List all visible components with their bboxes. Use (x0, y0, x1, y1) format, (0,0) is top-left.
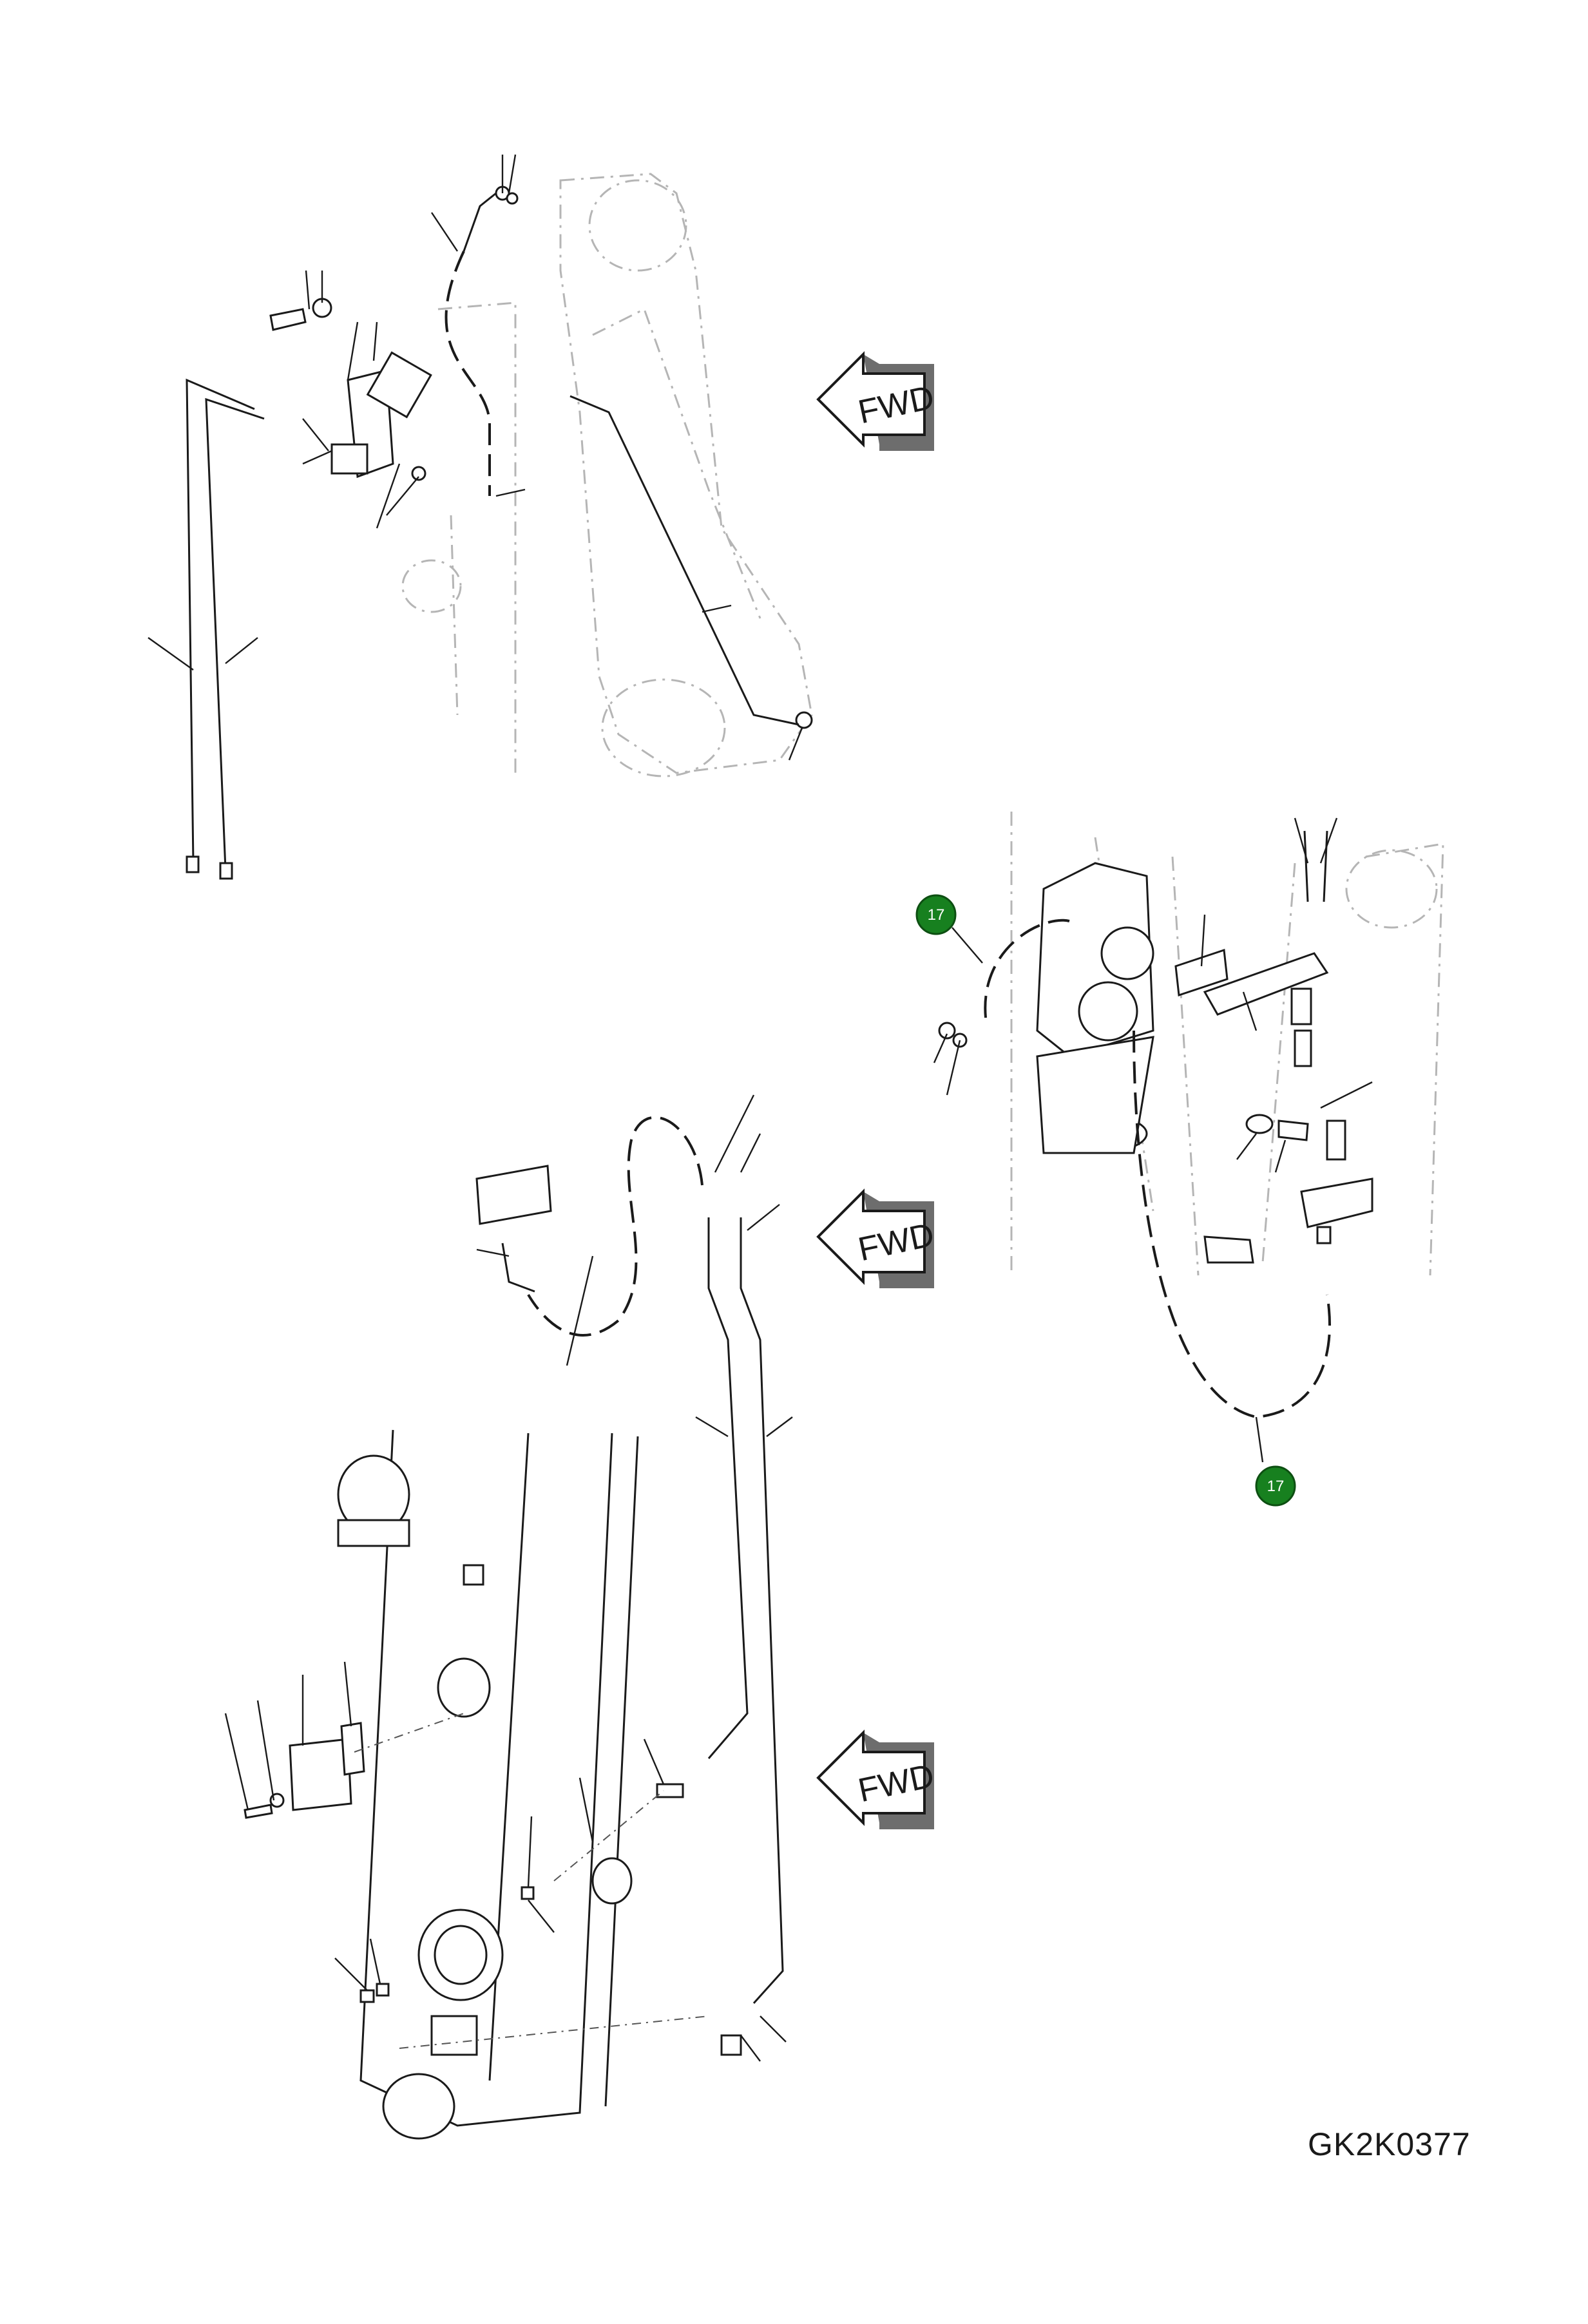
right-hose-upper (984, 919, 1070, 1018)
pivot-bracket (1203, 952, 1329, 1016)
pivot-washer (1245, 1114, 1274, 1134)
pivot-cylinder-body (1036, 1036, 1154, 1154)
pivot-boss (1078, 981, 1138, 1042)
upper-clamp-block (330, 443, 368, 475)
arm-pipe-outer (740, 1217, 784, 2005)
upper-hose-top (463, 192, 497, 252)
arm-boss (437, 1657, 491, 1718)
right-distribution-block (1300, 1177, 1373, 1228)
pipe-end-fitting (186, 855, 200, 873)
pivot-boss-ghost (1345, 849, 1438, 929)
upper-bolt (269, 308, 307, 331)
arm-pin-block (430, 2015, 478, 2056)
callout-17-lower[interactable]: 17 (1255, 1465, 1296, 1507)
arm-mounting-plate (289, 1738, 352, 1811)
arm-hose-fitting-line (501, 1243, 535, 1293)
boom-foot-assembly (148, 154, 813, 880)
pivot-strap (1174, 948, 1229, 997)
upper-hose (445, 251, 491, 496)
boom-pivot-assembly (933, 812, 1444, 1463)
upper-pipe-left-2 (205, 397, 265, 870)
grease-fitting (376, 1983, 390, 1997)
fitting-stack (1294, 1029, 1312, 1067)
boom-top-eye-ghost (588, 179, 687, 272)
grease-fitting (938, 1022, 956, 1040)
drawing-code-label: GK2K0377 (1308, 2126, 1471, 2162)
pipe-end-fitting (219, 862, 233, 880)
right-distribution-fitting (1316, 1226, 1332, 1244)
fwd-direction-marker: FWD (816, 1729, 937, 1829)
right-hose-lower (1133, 1030, 1332, 1419)
arm-bolt (244, 1804, 273, 1819)
arm-clamp-strap (340, 1722, 365, 1776)
upper-pipe-left (186, 378, 255, 864)
grease-fitting (411, 466, 426, 481)
pivot-bolt (1277, 1119, 1309, 1141)
fwd-direction-marker: FWD (816, 351, 937, 451)
grease-fitting (506, 192, 519, 205)
grease-fitting (795, 711, 813, 729)
callout-label: 17 (928, 906, 945, 924)
callout-17-upper[interactable]: 17 (915, 894, 983, 964)
leader-line (933, 817, 1373, 1463)
leader-line (224, 1094, 793, 2062)
boom-outline-ghost-inner (592, 307, 761, 619)
arm-hose-upper (527, 1116, 703, 1337)
boom-outline-ghost (559, 173, 813, 774)
upper-strap (366, 351, 432, 419)
pivot-wedge (1203, 1235, 1254, 1264)
leader-line (148, 154, 803, 761)
right-pipe-top (1303, 830, 1328, 902)
grease-fitting (656, 1783, 684, 1798)
grease-fitting (720, 2034, 742, 2056)
grease-fitting (521, 1886, 535, 1900)
arm-side-boss (591, 1857, 633, 1905)
fwd-direction-marker: FWD (816, 1188, 937, 1288)
callout-label: 17 (1267, 1478, 1285, 1495)
reference-line (354, 1713, 709, 2049)
arm-pin-inner (434, 1925, 488, 1985)
pivot-eye (1100, 926, 1154, 980)
boom-outline-ghost-left (437, 301, 517, 773)
grease-fitting (359, 1989, 375, 2003)
boom-pin-ghost (401, 559, 462, 613)
fitting-stack (1290, 987, 1312, 1025)
fitting-stack (1326, 1119, 1346, 1161)
arm-cylinder-band (337, 1519, 410, 1547)
arm-assembly (224, 1094, 793, 2140)
boom-foot-eye-ghost (601, 678, 726, 777)
arm-bottom-eye (382, 2073, 455, 2140)
left-distribution-block (475, 1165, 552, 1225)
arm-pipe-inner (707, 1217, 749, 1759)
arm-lug (463, 1564, 484, 1586)
boom-side-pipe (569, 395, 799, 726)
